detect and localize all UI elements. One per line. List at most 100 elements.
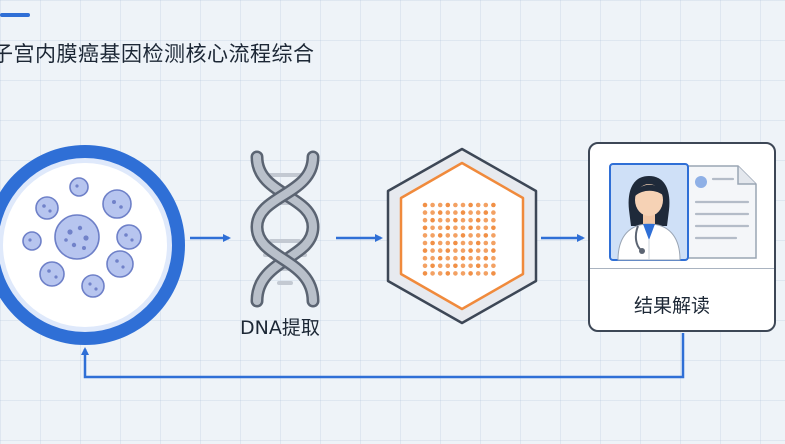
chip-dot <box>491 240 496 246</box>
chip-dot <box>445 271 451 276</box>
page-title: 子宫内膜癌基因检测核心流程综合 <box>0 42 315 66</box>
chip-dot <box>468 271 473 276</box>
feedback-loop-arrow <box>81 333 685 379</box>
chip-dot <box>422 202 428 208</box>
report-card <box>588 142 776 332</box>
chip-dot <box>437 217 443 223</box>
chip-dot <box>430 255 435 261</box>
chip-dot <box>453 240 458 246</box>
chip-dot <box>475 225 481 231</box>
chip-dot <box>483 271 489 276</box>
chip-dot <box>445 263 451 269</box>
chip-dot <box>491 263 496 269</box>
chip-dot <box>475 210 481 215</box>
chip-dot <box>430 271 435 276</box>
chip-dot <box>453 210 458 215</box>
chip-dot <box>437 225 443 231</box>
doctor-report-icon <box>609 163 757 261</box>
chip-dot <box>437 263 443 269</box>
chip-dot <box>460 233 466 238</box>
chip-dot <box>483 263 489 269</box>
sequencing-chip-icon <box>386 147 538 325</box>
chip-dot <box>422 248 428 253</box>
dna-extraction-label: DNA提取 <box>240 317 320 339</box>
chip-dot <box>422 255 428 261</box>
chip-dot <box>437 210 443 215</box>
chip-dot <box>468 202 473 208</box>
title-accent-bar <box>0 13 30 17</box>
chip-dot-grid <box>422 202 496 276</box>
chip-dot <box>430 248 435 253</box>
chip-dot <box>460 210 466 215</box>
chip-dot <box>475 263 481 269</box>
chip-dot <box>460 255 466 261</box>
chip-dot <box>475 271 481 276</box>
chip-dot <box>445 255 451 261</box>
chip-dot <box>483 240 489 246</box>
chip-dot <box>483 210 489 215</box>
chip-dot <box>437 248 443 253</box>
chip-dot <box>491 271 496 276</box>
chip-dot <box>468 263 473 269</box>
chip-dot <box>460 271 466 276</box>
chip-dot <box>491 233 496 238</box>
chip-dot <box>445 248 451 253</box>
chip-dot <box>491 202 496 208</box>
chip-dot <box>422 263 428 269</box>
chip-dot <box>491 255 496 261</box>
chip-dot <box>483 225 489 231</box>
chip-dot <box>445 240 451 246</box>
chip-dot <box>445 210 451 215</box>
chip-dot <box>430 263 435 269</box>
chip-dot <box>445 225 451 231</box>
dna-helix-icon <box>250 150 320 308</box>
chip-dot <box>460 225 466 231</box>
chip-dot <box>491 225 496 231</box>
chip-dot <box>445 202 451 208</box>
chip-dot <box>453 225 458 231</box>
chip-dot <box>468 225 473 231</box>
chip-dot <box>460 217 466 223</box>
chip-dot <box>475 233 481 238</box>
chip-dot <box>453 217 458 223</box>
chip-dot <box>460 240 466 246</box>
chip-dot <box>437 233 443 238</box>
chip-dot <box>453 271 458 276</box>
chip-dot <box>430 240 435 246</box>
chip-dot <box>453 233 458 238</box>
chip-dot <box>475 248 481 253</box>
chip-dot <box>468 210 473 215</box>
chip-dot <box>483 202 489 208</box>
chip-dot <box>468 248 473 253</box>
card-divider <box>590 268 774 269</box>
result-interpretation-label: 结果解读 <box>634 295 711 317</box>
chip-dot <box>468 240 473 246</box>
chip-dot <box>437 240 443 246</box>
chip-dot <box>460 263 466 269</box>
chip-dot <box>422 233 428 238</box>
tissue-sample-icon <box>0 145 185 345</box>
chip-dot <box>475 217 481 223</box>
chip-dot <box>483 255 489 261</box>
chip-dot <box>468 233 473 238</box>
chip-dot <box>475 240 481 246</box>
chip-dot <box>430 202 435 208</box>
chip-dot <box>422 271 428 276</box>
chip-dot <box>453 248 458 253</box>
chip-dot <box>491 210 496 215</box>
chip-dot <box>445 217 451 223</box>
chip-dot <box>422 210 428 215</box>
chip-dot <box>422 225 428 231</box>
chip-dot <box>422 217 428 223</box>
chip-dot <box>491 248 496 253</box>
chip-dot <box>437 202 443 208</box>
chip-dot <box>475 202 481 208</box>
cell-group <box>22 177 142 298</box>
chip-dot <box>460 202 466 208</box>
chip-dot <box>430 210 435 215</box>
chip-dot <box>430 233 435 238</box>
chip-dot <box>475 255 481 261</box>
chip-dot <box>468 217 473 223</box>
chip-dot <box>445 233 451 238</box>
